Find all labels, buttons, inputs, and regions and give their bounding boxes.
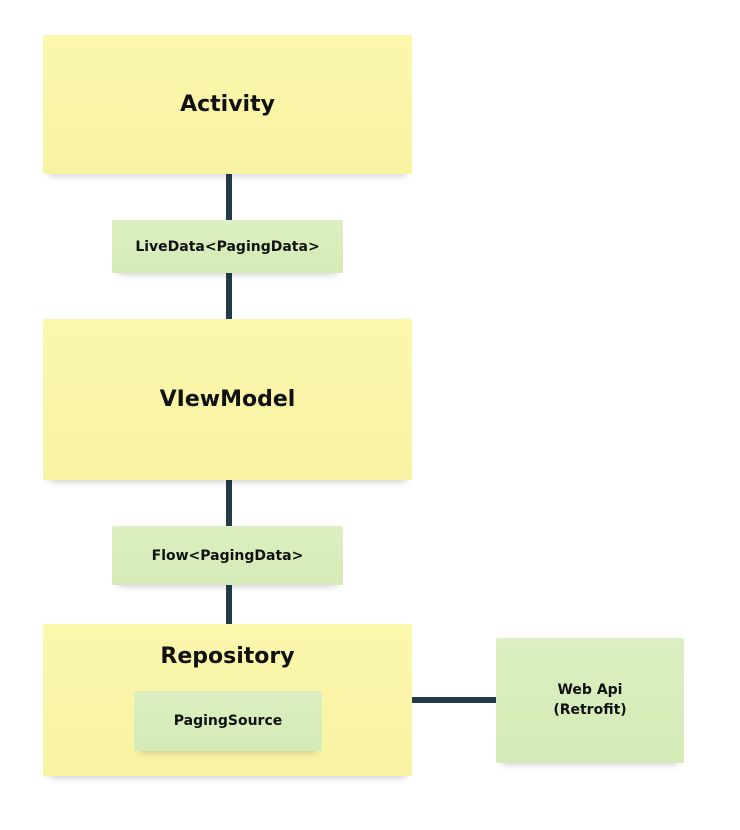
repository-node: Repository PagingSource <box>43 624 412 776</box>
connector-livedata-viewmodel <box>226 272 232 320</box>
activity-node: Activity <box>43 35 412 174</box>
viewmodel-node: VIewModel <box>43 319 412 480</box>
paging-source-node: PagingSource <box>134 691 322 751</box>
connector-activity-livedata <box>226 172 232 222</box>
flow-node: Flow<PagingData> <box>112 526 343 585</box>
connector-flow-repository <box>226 584 232 626</box>
repository-label: Repository <box>160 644 295 669</box>
livedata-label: LiveData<PagingData> <box>135 238 320 255</box>
connector-viewmodel-flow <box>226 480 232 528</box>
retrofit-label: (Retrofit) <box>553 702 627 718</box>
paging-source-label: PagingSource <box>173 713 283 729</box>
livedata-node: LiveData<PagingData> <box>112 220 343 273</box>
viewmodel-label: VIewModel <box>159 387 296 412</box>
activity-label: Activity <box>180 92 275 117</box>
flow-label: Flow<PagingData> <box>151 547 304 564</box>
web-api-text: Web Api (Retrofit) <box>553 680 626 720</box>
web-api-label: Web Api <box>557 682 623 698</box>
connector-repository-webapi <box>412 697 496 703</box>
web-api-node: Web Api (Retrofit) <box>496 638 684 763</box>
